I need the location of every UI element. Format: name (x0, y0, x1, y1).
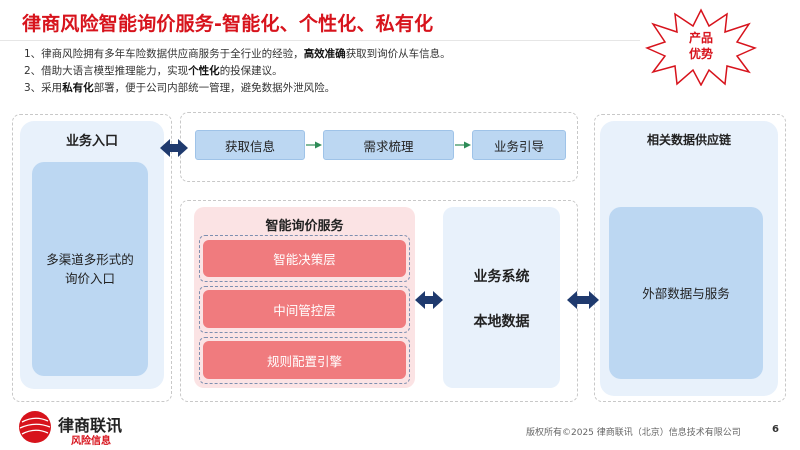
inquiry-entry-box: 多渠道多形式的 询价入口 (32, 162, 148, 376)
title-divider (0, 40, 640, 41)
company-logo-icon (19, 411, 51, 443)
starburst-badge-icon (645, 8, 757, 86)
rule-engine-layer: 规则配置引擎 (203, 341, 406, 379)
layer-frame (199, 286, 410, 333)
flow-step-get-info: 获取信息 (195, 130, 305, 160)
advantage-item: 1、律商风险拥有多年车险数据供应商服务于全行业的经验，高效准确获取到询价从车信息… (24, 48, 451, 60)
business-system-label: 业务系统 (473, 269, 530, 285)
logo-subtitle: 风险信息 (71, 436, 111, 447)
copyright-text: 版权所有©2025 律商联讯（北京）信息技术有限公司 (526, 428, 741, 438)
local-data-label: 本地数据 (473, 314, 530, 330)
page-number: 6 (772, 424, 779, 435)
logo-name: 律商联讯 (58, 416, 123, 435)
external-data-box: 外部数据与服务 (609, 207, 763, 379)
flow-step-guidance: 业务引导 (472, 130, 566, 160)
layer-frame (199, 235, 410, 282)
advantage-item: 2、借助大语言模型推理能力，实现个性化的投保建议。 (24, 65, 283, 77)
smart-inquiry-title: 智能询价服务 (265, 219, 344, 234)
advantage-list: 1、律商风险拥有多年车险数据供应商服务于全行业的经验，高效准确获取到询价从车信息… (24, 46, 451, 97)
business-entry-title: 业务入口 (65, 134, 118, 149)
business-system-block (443, 207, 560, 388)
advantage-item: 3、采用私有化部署，便于公司内部统一管理，避免数据外泄风险。 (24, 82, 336, 94)
decision-layer: 智能决策层 (203, 240, 406, 277)
page-title: 律商风险智能询价服务-智能化、个性化、私有化 (22, 13, 434, 35)
layer-frame (199, 337, 410, 384)
data-supply-title: 相关数据供应链 (646, 133, 731, 147)
control-layer: 中间管控层 (203, 290, 406, 328)
flow-step-requirements: 需求梳理 (323, 130, 454, 160)
badge-label: 产品 优势 (688, 31, 713, 61)
